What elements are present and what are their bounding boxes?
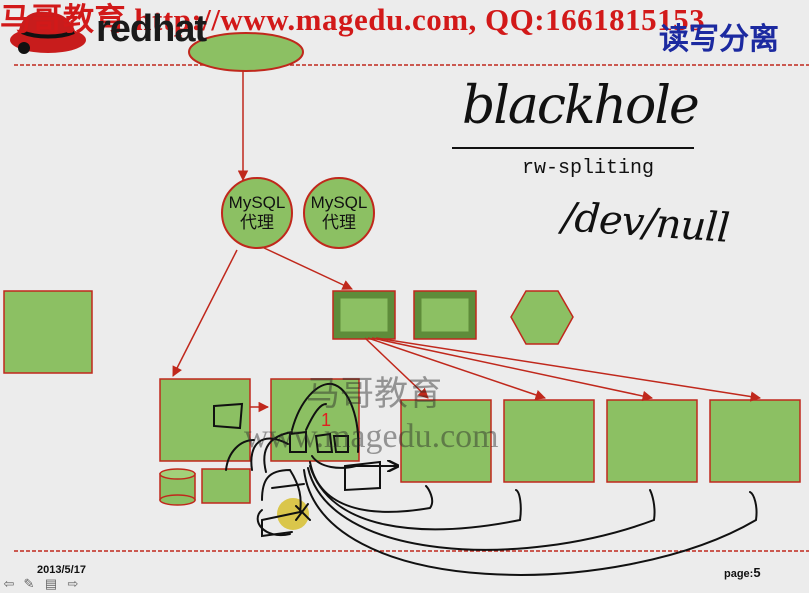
proxy-1-line-2: 代理	[240, 213, 274, 232]
next-arrow-icon[interactable]: ⇨	[67, 576, 79, 591]
hexagon-shape	[510, 290, 574, 345]
prev-arrow-icon[interactable]: ⇦	[3, 576, 15, 591]
slide-menu-icon[interactable]: ▤	[44, 576, 58, 591]
proxy-2-line-1: MySQL	[310, 193, 368, 212]
left-square	[3, 290, 93, 374]
page-number: 5	[753, 565, 761, 580]
blackhole-note: blackhole	[462, 76, 700, 136]
slave-square-1	[400, 399, 492, 483]
database-cylinder-icon	[159, 468, 196, 506]
page-label: page:	[724, 568, 754, 580]
master-square	[159, 378, 251, 462]
replication-arrows	[172, 246, 762, 413]
proxy-2-line-2: 代理	[322, 213, 356, 232]
mysql-proxy-1	[221, 177, 293, 249]
client-ellipse	[188, 32, 304, 72]
watermark-line-1: 马哥教育	[306, 376, 442, 413]
pen-icon[interactable]: ✎	[23, 576, 35, 591]
rw-spliting-label: rw-spliting	[522, 157, 655, 180]
proxy-1-line-1: MySQL	[228, 193, 286, 212]
slave-square-4	[709, 399, 801, 483]
watermark-line-2: www.magedu.com	[244, 418, 499, 455]
redhat-logo-icon	[10, 11, 86, 54]
proxy-1-label: MySQL 代理	[222, 193, 292, 233]
mysql-proxy-2	[303, 177, 375, 249]
slave-square-2	[503, 399, 595, 483]
hand-annotations	[213, 382, 758, 576]
proxy-2-label: MySQL 代理	[304, 193, 374, 233]
annotation-number: 1	[321, 410, 332, 430]
redhat-logo-text: redhat	[96, 8, 207, 50]
bevel-box-1	[332, 290, 396, 340]
footer-page: page:5	[724, 565, 761, 580]
small-rect	[201, 468, 251, 504]
slave-square-3	[606, 399, 698, 483]
bevel-box-2	[413, 290, 477, 340]
slide-title: 读写分离	[659, 23, 779, 56]
footer-date: 2013/5/17	[37, 564, 86, 576]
site-banner: 马哥教育 http://www.magedu.com, QQ:166181515…	[0, 2, 706, 37]
